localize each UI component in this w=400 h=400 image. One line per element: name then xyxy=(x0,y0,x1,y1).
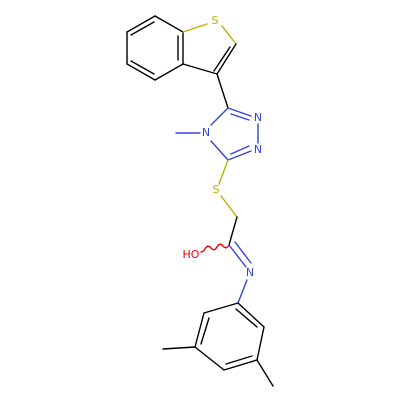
bond xyxy=(126,63,156,81)
bond xyxy=(194,312,205,348)
bond xyxy=(227,107,252,117)
bond xyxy=(130,60,155,75)
bond xyxy=(230,113,250,121)
bond xyxy=(227,150,252,161)
bond xyxy=(256,359,274,387)
bond xyxy=(210,140,229,161)
atom-label-n: N xyxy=(254,143,262,156)
bond xyxy=(213,46,231,72)
bond xyxy=(194,346,225,371)
atom-label-ho: HO xyxy=(183,248,200,261)
bond xyxy=(235,308,258,328)
bond xyxy=(154,63,184,81)
atom-label-s: S xyxy=(212,14,219,27)
atom-label-n: N xyxy=(246,266,254,279)
atom-label-n: N xyxy=(202,126,210,139)
thiophene-ring-bonds xyxy=(182,23,237,75)
bond xyxy=(203,302,239,314)
wavy-bond xyxy=(200,243,230,253)
bond xyxy=(162,346,196,350)
bond xyxy=(130,21,155,36)
bond xyxy=(234,241,252,264)
bond xyxy=(216,43,237,75)
bond xyxy=(223,359,258,371)
bond xyxy=(154,15,184,33)
bond xyxy=(216,73,229,109)
atom-label-s: S xyxy=(213,183,220,196)
bond xyxy=(218,159,229,185)
bond xyxy=(200,317,210,345)
atom-label-n: N xyxy=(254,111,262,124)
bond xyxy=(182,63,218,75)
bond xyxy=(228,216,238,246)
bond xyxy=(237,279,248,304)
bond xyxy=(225,355,253,365)
dimethylphenyl-ring-bonds xyxy=(194,302,265,371)
bond xyxy=(220,195,238,218)
benzene-ring-bonds xyxy=(126,15,184,81)
bond xyxy=(237,302,265,328)
bond xyxy=(126,15,156,33)
bond xyxy=(230,145,250,155)
bond xyxy=(228,244,247,268)
bond xyxy=(221,25,237,45)
bond xyxy=(210,107,229,126)
triazole-ring-bonds xyxy=(210,107,259,161)
bond xyxy=(182,23,208,33)
bond xyxy=(256,326,265,361)
